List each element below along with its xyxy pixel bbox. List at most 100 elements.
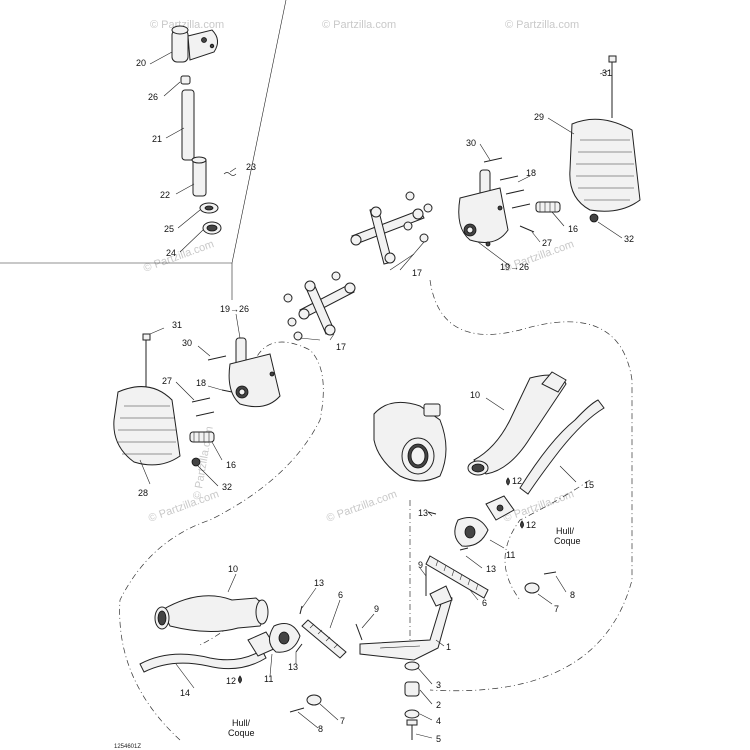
mount-stack xyxy=(404,661,420,740)
bolt-30 xyxy=(483,157,503,163)
link-arms-17 xyxy=(283,191,433,341)
callout-5: 5 xyxy=(436,734,441,744)
callout-13: 13 xyxy=(288,662,298,672)
callout-8: 8 xyxy=(570,590,575,600)
bolt-30-left xyxy=(207,355,227,361)
callout-11: 11 xyxy=(264,674,273,684)
hose-14 xyxy=(139,649,267,673)
callout-24: 24 xyxy=(166,248,176,258)
watermark: © Partzilla.com xyxy=(325,488,399,525)
callout-13: 13 xyxy=(418,508,428,518)
flanges-11 xyxy=(247,495,515,657)
housing-flange xyxy=(187,29,218,61)
exhaust-pipe-10-right xyxy=(467,371,567,476)
callout-16: 16 xyxy=(226,460,236,470)
callout-31: 31 xyxy=(172,320,182,330)
bolt-27 xyxy=(519,225,535,233)
callout-14: 14 xyxy=(180,688,190,698)
callout-13: 13 xyxy=(486,564,496,574)
callout-17: 17 xyxy=(412,268,422,278)
exhaust-elbow xyxy=(373,401,447,482)
left-support-assembly xyxy=(113,333,281,467)
callout-9: 9 xyxy=(374,604,379,614)
callout-18: 18 xyxy=(526,168,536,178)
sealant-drop-icon xyxy=(238,477,524,684)
callout-32: 32 xyxy=(222,482,232,492)
callout-12: 12 xyxy=(512,476,522,486)
callout-25: 25 xyxy=(164,224,174,234)
callout-7: 7 xyxy=(554,604,559,614)
callout-12: 12 xyxy=(526,520,536,530)
callout-8: 8 xyxy=(318,724,323,734)
watermark: © Partzilla.com xyxy=(505,19,579,31)
callout-32: 32 xyxy=(624,234,634,244)
callout-6: 6 xyxy=(338,590,343,600)
watermark: © Partzilla.com xyxy=(322,19,396,31)
callout-9: 9 xyxy=(418,560,423,570)
detail-inset-frame xyxy=(0,0,287,264)
hull-note-right: Hull/Coque xyxy=(554,526,581,546)
sleeve-16 xyxy=(535,201,561,213)
callout-1: 1 xyxy=(446,642,451,652)
callout-28: 28 xyxy=(138,488,148,498)
callout-3: 3 xyxy=(436,680,441,690)
watermark: © Partzilla.com xyxy=(142,238,216,275)
bolt-18 xyxy=(499,175,519,181)
callout-10: 10 xyxy=(228,564,238,574)
bolt-18-left xyxy=(221,389,233,393)
callout-23: 23 xyxy=(246,162,256,172)
callout-30: 30 xyxy=(182,338,192,348)
callout-2: 2 xyxy=(436,700,441,710)
housing-body xyxy=(171,29,189,63)
bolt-27-left xyxy=(191,397,211,403)
callout-4: 4 xyxy=(436,716,441,726)
right-support-assembly xyxy=(458,55,641,247)
callout-20: 20 xyxy=(136,58,146,68)
callout-19-26: 19→26 xyxy=(500,262,529,272)
callout-18: 18 xyxy=(196,378,206,388)
watermark: © Partzilla.com xyxy=(502,488,576,525)
callout-12: 12 xyxy=(226,676,236,686)
callout-11: 11 xyxy=(506,550,515,560)
watermark: © Partzilla.com xyxy=(150,19,224,31)
tube-22 xyxy=(192,157,207,197)
callout-29: 29 xyxy=(534,112,544,122)
hose-15 xyxy=(519,399,605,495)
callout-21: 21 xyxy=(152,134,162,144)
callout-27: 27 xyxy=(542,238,552,248)
washer-3 xyxy=(404,661,420,671)
callout-16: 16 xyxy=(568,224,578,234)
tube-21 xyxy=(181,89,195,161)
leader-lines xyxy=(139,51,623,739)
bolt-9-left xyxy=(355,623,363,641)
o-ring-26 xyxy=(180,75,191,85)
housing-19-26-left xyxy=(228,353,281,408)
grommet-2 xyxy=(404,681,420,697)
hangers-6 xyxy=(301,555,489,659)
spring-23 xyxy=(223,172,237,176)
callout-6: 6 xyxy=(482,598,487,608)
heat-shield-29 xyxy=(569,118,641,212)
callout-7: 7 xyxy=(340,716,345,726)
callout-labels: 20 26 21 22 23 25 24 31 29 30 18 16 27 3… xyxy=(136,58,634,744)
callout-19-26: 19→26 xyxy=(220,304,249,314)
exhaust-pipe-10-left xyxy=(154,595,269,633)
support-bracket-1 xyxy=(359,585,453,661)
callout-30: 30 xyxy=(466,138,476,148)
callout-22: 22 xyxy=(160,190,170,200)
callout-17: 17 xyxy=(336,342,346,352)
mounts-7-8 xyxy=(289,511,557,713)
sleeve-16-left xyxy=(189,431,215,443)
callout-13: 13 xyxy=(314,578,324,588)
hull-note-left: Hull/Coque xyxy=(228,718,255,738)
watermark: © Partzilla.com xyxy=(147,488,221,525)
nut-32 xyxy=(589,213,599,223)
hull-outline xyxy=(119,279,633,741)
callout-31: 31 xyxy=(602,68,612,78)
washer-4 xyxy=(404,709,420,719)
nut-32-left xyxy=(191,457,201,467)
inset-parts xyxy=(171,25,237,235)
drawing-code: 1254601Z xyxy=(114,744,141,750)
